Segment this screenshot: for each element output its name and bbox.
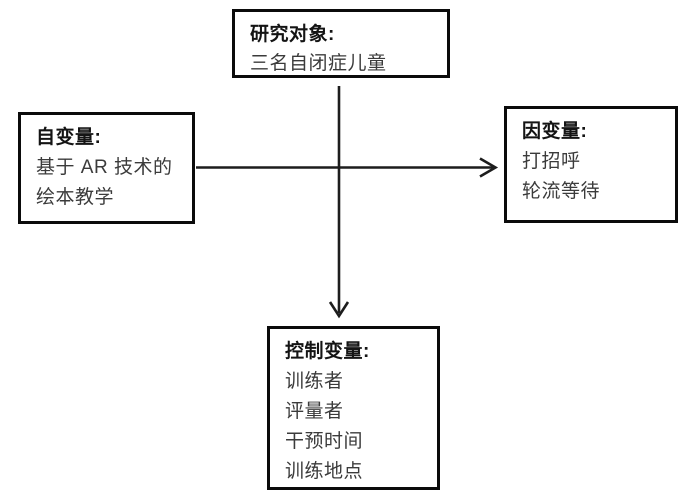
arrow-subject-to-control [328, 86, 350, 319]
box-control-variables-line: 训练地点 [285, 461, 364, 482]
box-independent-variable: 自变量: 基于 AR 技术的 绘本教学 [18, 112, 195, 224]
box-dependent-variable-title: 因变量: [522, 121, 588, 142]
arrow-independent-to-dependent [196, 157, 499, 178]
arrowhead-down-icon [328, 301, 350, 319]
box-research-subject-line: 三名自闭症儿童 [250, 53, 387, 74]
box-research-subject: 研究对象: 三名自闭症儿童 [232, 9, 450, 78]
box-dependent-variable-line: 轮流等待 [522, 181, 601, 202]
box-independent-variable-line: 基于 AR 技术的 [36, 157, 173, 178]
box-dependent-variable: 因变量: 打招呼 轮流等待 [504, 106, 678, 223]
box-dependent-variable-line: 打招呼 [522, 151, 581, 172]
box-control-variables-line: 干预时间 [285, 431, 364, 452]
box-control-variables: 控制变量: 训练者 评量者 干预时间 训练地点 [267, 326, 440, 490]
box-research-subject-title: 研究对象: [250, 24, 335, 45]
box-control-variables-line: 评量者 [285, 401, 344, 422]
box-independent-variable-line: 绘本教学 [36, 187, 115, 208]
box-independent-variable-title: 自变量: [36, 127, 102, 148]
box-control-variables-title: 控制变量: [285, 341, 370, 362]
box-control-variables-line: 训练者 [285, 371, 344, 392]
arrowhead-right-icon [479, 157, 499, 178]
